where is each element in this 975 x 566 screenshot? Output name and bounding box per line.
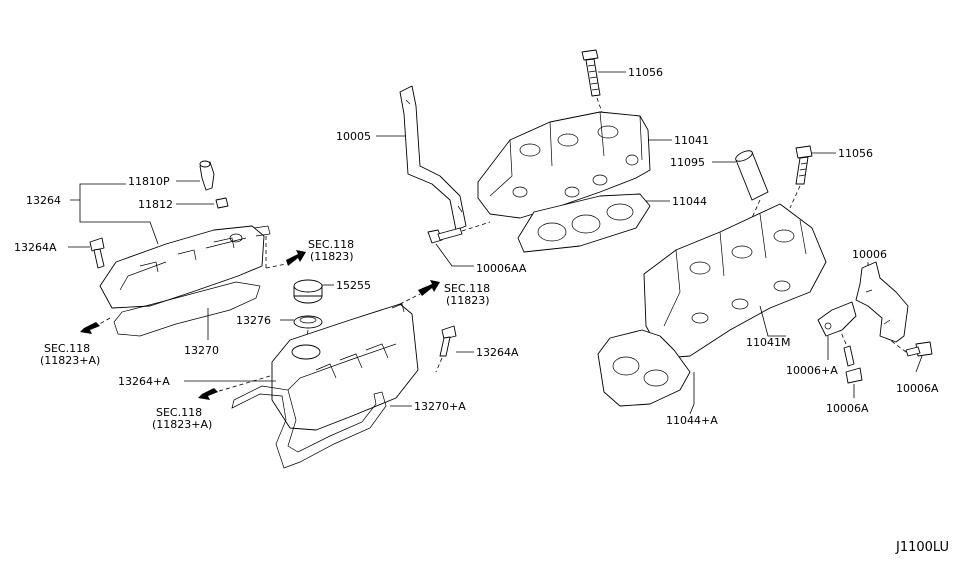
bracket-10006-plus-a[interactable] [817, 301, 857, 337]
sec118-top-arrow [286, 250, 306, 266]
bracket-10005[interactable] [399, 85, 467, 231]
label-11041: 11041 [674, 134, 709, 147]
bolt-10006aa[interactable] [427, 227, 463, 244]
label-11812: 11812 [138, 198, 173, 211]
sec118-mid-arrow [418, 280, 440, 296]
label-13264a-right: 13264A [476, 346, 519, 359]
valve-cover-gasket-13270-plus-a[interactable] [231, 385, 387, 469]
head-gasket-11044-plus-a[interactable] [597, 329, 691, 407]
label-sec118-left-b: (11823+A) [40, 354, 100, 367]
label-10005: 10005 [336, 130, 371, 143]
label-13270-plus-a: 13270+A [414, 400, 466, 413]
label-sec118-top-a[interactable]: SEC.118 [308, 238, 354, 251]
bolt-11056-top[interactable] [581, 49, 601, 97]
dowel-11095[interactable] [734, 149, 769, 201]
valve-cover-13264-plus-a[interactable] [271, 303, 419, 431]
label-13264a-left: 13264A [14, 241, 57, 254]
label-13276: 13276 [236, 314, 271, 327]
bracket-10006[interactable] [855, 261, 909, 343]
label-10006: 10006 [852, 248, 887, 261]
label-11056-top: 11056 [628, 66, 663, 79]
label-11056-right: 11056 [838, 147, 873, 160]
oil-filler-cap-15255[interactable] [293, 279, 323, 304]
cylinder-head-11041[interactable] [477, 111, 651, 219]
grommet-11812[interactable] [215, 197, 229, 209]
label-13270: 13270 [184, 344, 219, 357]
label-11044-plus-a: 11044+A [666, 414, 718, 427]
bolt-13264a-right[interactable] [439, 325, 457, 357]
label-11095: 11095 [670, 156, 705, 169]
label-13264: 13264 [26, 194, 61, 207]
bolt-13264a-left[interactable] [89, 237, 105, 269]
label-10006a-lower: 10006A [826, 402, 869, 415]
head-gasket-11044[interactable] [517, 193, 651, 253]
label-10006-plus-a: 10006+A [786, 364, 838, 377]
bolt-10006a-lower[interactable] [843, 345, 863, 384]
sec118-bot-arrow [198, 388, 218, 400]
bolt-11056-right[interactable] [795, 145, 813, 185]
label-sec118-mid-b: (11823) [446, 294, 490, 307]
label-10006aa: 10006AA [476, 262, 527, 275]
label-sec118-left-a[interactable]: SEC.118 [44, 342, 90, 355]
label-13264-plus-a: 13264+A [118, 375, 170, 388]
sec118-left-arrow [80, 322, 100, 334]
label-11044: 11044 [672, 195, 707, 208]
label-11810p: 11810P [128, 175, 170, 188]
bolt-10006a-right[interactable] [905, 341, 933, 357]
label-sec118-bot-a[interactable]: SEC.118 [156, 406, 202, 419]
diagram-id: J1100LU [895, 540, 949, 555]
label-sec118-bot-b: (11823+A) [152, 418, 212, 431]
cylinder-head-11041m[interactable] [643, 203, 827, 359]
label-sec118-top-b: (11823) [310, 250, 354, 263]
label-sec118-mid-a[interactable]: SEC.118 [444, 282, 490, 295]
sensor-11810p[interactable] [199, 160, 215, 191]
label-15255: 15255 [336, 279, 371, 292]
label-10006a-right: 10006A [896, 382, 939, 395]
label-11041m: 11041M [746, 336, 790, 349]
oil-cap-seal-13276[interactable] [293, 315, 323, 329]
valve-cover-gasket-13270[interactable] [113, 281, 261, 337]
